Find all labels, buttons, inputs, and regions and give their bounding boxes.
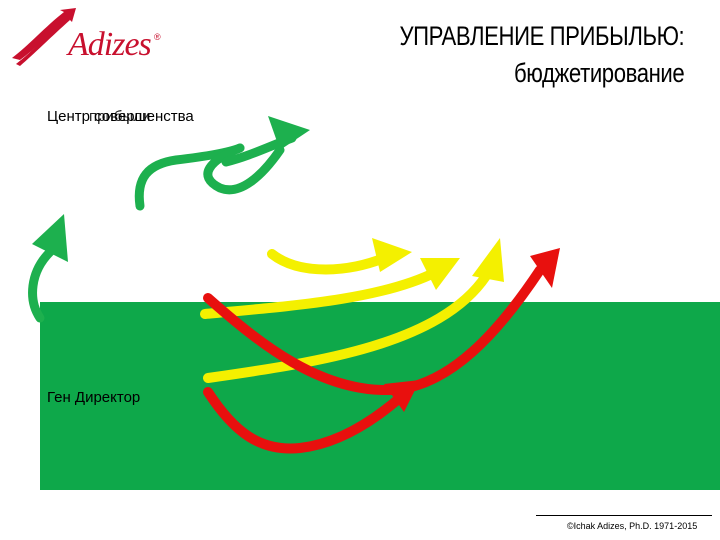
center-label: Центр совершенства [47, 108, 194, 125]
adizes-logo: Adizes ® [6, 6, 166, 68]
general-director-area [40, 302, 720, 490]
logo-registered-mark: ® [154, 32, 161, 42]
red-arrow-lower [203, 380, 420, 454]
title-line-1: УПРАВЛЕНИЕ ПРИБЫЛЬЮ: [399, 21, 684, 51]
logo-swoosh-icon [12, 8, 76, 66]
yellow-arrow-top [267, 238, 412, 275]
page-title: УПРАВЛЕНИЕ ПРИБЫЛЬЮ: бюджетирование [399, 18, 684, 92]
yellow-arrow-middle [200, 258, 460, 319]
center-overlay-label: прибыли [89, 108, 151, 125]
title-line-2: бюджетирование [513, 58, 685, 88]
logo-text: Adizes [68, 26, 152, 63]
green-arrow-top-right [203, 116, 310, 195]
general-director-label: Ген Директор [47, 389, 141, 406]
green-arrow-left [28, 214, 68, 323]
copyright-text: ©Ichak Adizes, Ph.D. 1971-2015 [567, 521, 698, 531]
yellow-arrow-bottom [203, 238, 504, 383]
footer-divider [536, 515, 712, 516]
